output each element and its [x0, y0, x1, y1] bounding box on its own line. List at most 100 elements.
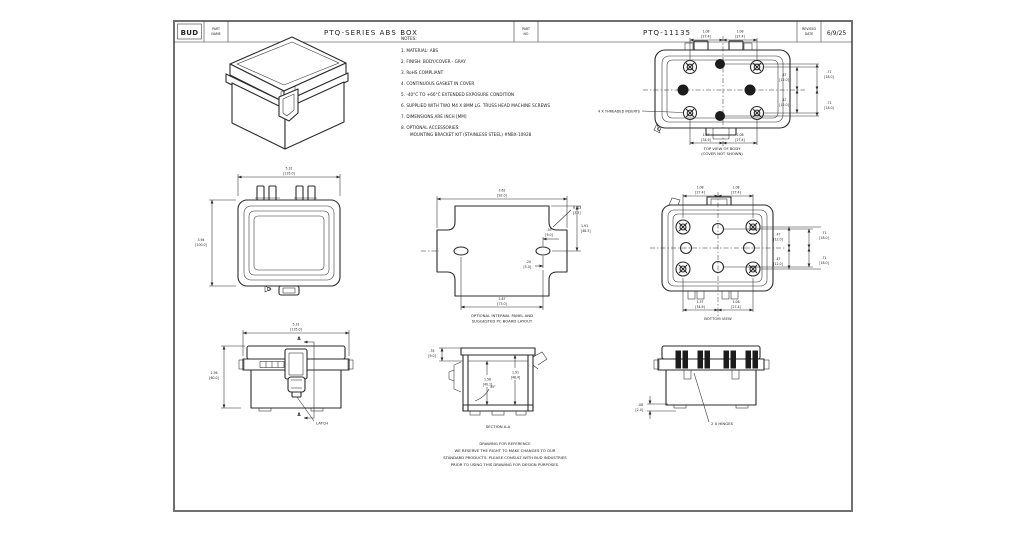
dim-text: .35 [429, 349, 434, 353]
view-caption: (COVER NOT SHOWN) [701, 151, 743, 156]
boss-hole [711, 222, 725, 236]
part-number: PTQ-11135 [643, 29, 691, 37]
dim-text: .20 [526, 260, 531, 264]
section-letter: A [297, 412, 301, 417]
view-caption: SUGGESTED PC BOARD LAYOUT [472, 319, 533, 324]
dim-text: [92.0] [497, 194, 507, 198]
dim-text: .71 [821, 231, 826, 235]
dim-text: 5.31 [285, 167, 292, 171]
dim-text: [40.1] [483, 383, 493, 387]
dim-text: [34.9] [695, 305, 705, 309]
dim-text: [12.0] [779, 78, 789, 82]
dim-text: [12.0] [779, 103, 789, 107]
dim-text: [27.4] [731, 191, 741, 195]
dim-text: 1.08 [732, 186, 739, 190]
dim-text: [48.5] [581, 229, 591, 233]
drawing-title: PTQ-SERIES ABS BOX [324, 29, 418, 37]
note-line: 7. DIMENSIONS ARE INCH [MM] [401, 114, 467, 119]
disclaimer-line: PRIOR TO USING THIS DRAWING FOR DESIGN P… [451, 462, 560, 467]
dim-text: 1.08 [736, 30, 743, 34]
dim-text: 1.37 [702, 133, 709, 137]
view-caption: BOTTOM VIEW [704, 316, 732, 321]
note-line: NOTES: [401, 36, 417, 41]
disclaimer-block: DRAWING FOR REFERENCE WE RESERVE THE RIG… [443, 441, 567, 467]
dim-text: [135.0] [283, 172, 295, 176]
note-line: 3. RoHS COMPLIANT [401, 70, 444, 75]
company-logo: BUD [181, 29, 199, 37]
dim-text: 1.91 [581, 224, 588, 228]
box-side [665, 369, 757, 406]
dim-text: [18.0] [824, 75, 834, 79]
panel-outline [436, 205, 568, 297]
threaded-insert [682, 59, 765, 121]
dim-text: [2.0] [635, 408, 643, 412]
latch [278, 88, 299, 122]
dim-text: [18.0] [824, 106, 834, 110]
dim-text: 5.31 [292, 323, 299, 327]
note-line: 8. OPTIONAL ACCESSORIES: [401, 125, 460, 130]
dim-text: 2.87 [498, 297, 505, 301]
dim-text: .35 [546, 228, 551, 232]
boss [744, 84, 756, 96]
corner-screw [675, 219, 761, 277]
part-name-label: NAME [211, 32, 220, 36]
dim-text: .71 [826, 70, 831, 74]
dim-text: .08 [638, 403, 643, 407]
note-line: 2. FINISH: BODY/COVER - GRAY [401, 59, 466, 64]
dim-text: 1.58 [484, 378, 491, 382]
boss-hole [742, 241, 756, 255]
dim-text: .47 [775, 233, 780, 237]
dim-text: .71 [826, 101, 831, 105]
dim-text: [27.4] [735, 35, 745, 39]
dim-text: [100.0] [195, 243, 207, 247]
revised-date-label: DATE [805, 32, 813, 36]
isometric-view [225, 36, 349, 150]
boss [715, 59, 725, 69]
dim-text: 1.08 [736, 133, 743, 137]
note-line: MOUNTING BRACKET KIT (STAINLESS STEEL) #… [410, 132, 532, 137]
note-line: 1. MATERIAL: ABS [401, 48, 438, 53]
dim-text: 1.08 [696, 186, 703, 190]
view-caption: OPTIONAL INTERNAL PANEL AND [471, 313, 533, 318]
note-line: 4. CONTINUOUS GASKET IN COVER [401, 81, 474, 86]
hinge-label: 2 X HINGES [711, 421, 734, 426]
dim-text: [5.0] [523, 265, 531, 269]
section-line [303, 340, 315, 420]
bottom-view: 1.08 [27.4] 1.08 [27.4] 1.37 [34.9] 1.08… [650, 186, 829, 321]
dim-text: [34.9] [701, 138, 711, 142]
dim-text: [27.4] [735, 138, 745, 142]
panel-view: 3.62 [92.0] R .13 [3.3] 1.91 [48.5] .35 … [421, 189, 591, 324]
threaded-insert-label: 4 X THREADED INSERTS [598, 110, 641, 114]
notes-block: NOTES: 1. MATERIAL: ABS 2. FINISH: BODY/… [401, 36, 550, 137]
dim-text: .47 [781, 73, 786, 77]
revised-date: 6/9/25 [827, 30, 846, 37]
disclaimer-line: DRAWING FOR REFERENCE [479, 441, 531, 446]
latch [278, 285, 300, 296]
latch [284, 348, 308, 380]
part-no-label: NO [524, 32, 529, 36]
dim-text: [18.0] [819, 236, 829, 240]
dim-text: [27.4] [701, 35, 711, 39]
cover-outline [237, 199, 341, 287]
part-name-label: PART [212, 27, 220, 31]
boss-hole [679, 241, 693, 255]
hinge-view: 2 X HINGES .08 [2.0] [635, 345, 770, 426]
dim-text: [48.4] [511, 376, 521, 380]
hinge-knuckles [675, 350, 758, 369]
boss [715, 111, 725, 121]
dim-text: 2.36 [210, 371, 217, 375]
dim-text: 1.08 [702, 30, 709, 34]
dim-text: 3.94 [197, 238, 204, 242]
dim-text: 1.08 [732, 300, 739, 304]
logo-box [177, 23, 202, 40]
dim-text: 3.62 [498, 189, 505, 193]
note-line: 5. -40°C TO +66°C EXTENDED EXPOSURE COND… [401, 92, 514, 97]
dim-text: [27.4] [731, 305, 741, 309]
view-caption: TOP VIEW OF BODY [703, 146, 742, 151]
dim-text: [9.0] [545, 233, 553, 237]
revised-date-label: REVISED [802, 27, 816, 31]
dim-text: [60.0] [209, 376, 219, 380]
angle-text: 45° [490, 385, 496, 389]
boss [677, 84, 689, 96]
